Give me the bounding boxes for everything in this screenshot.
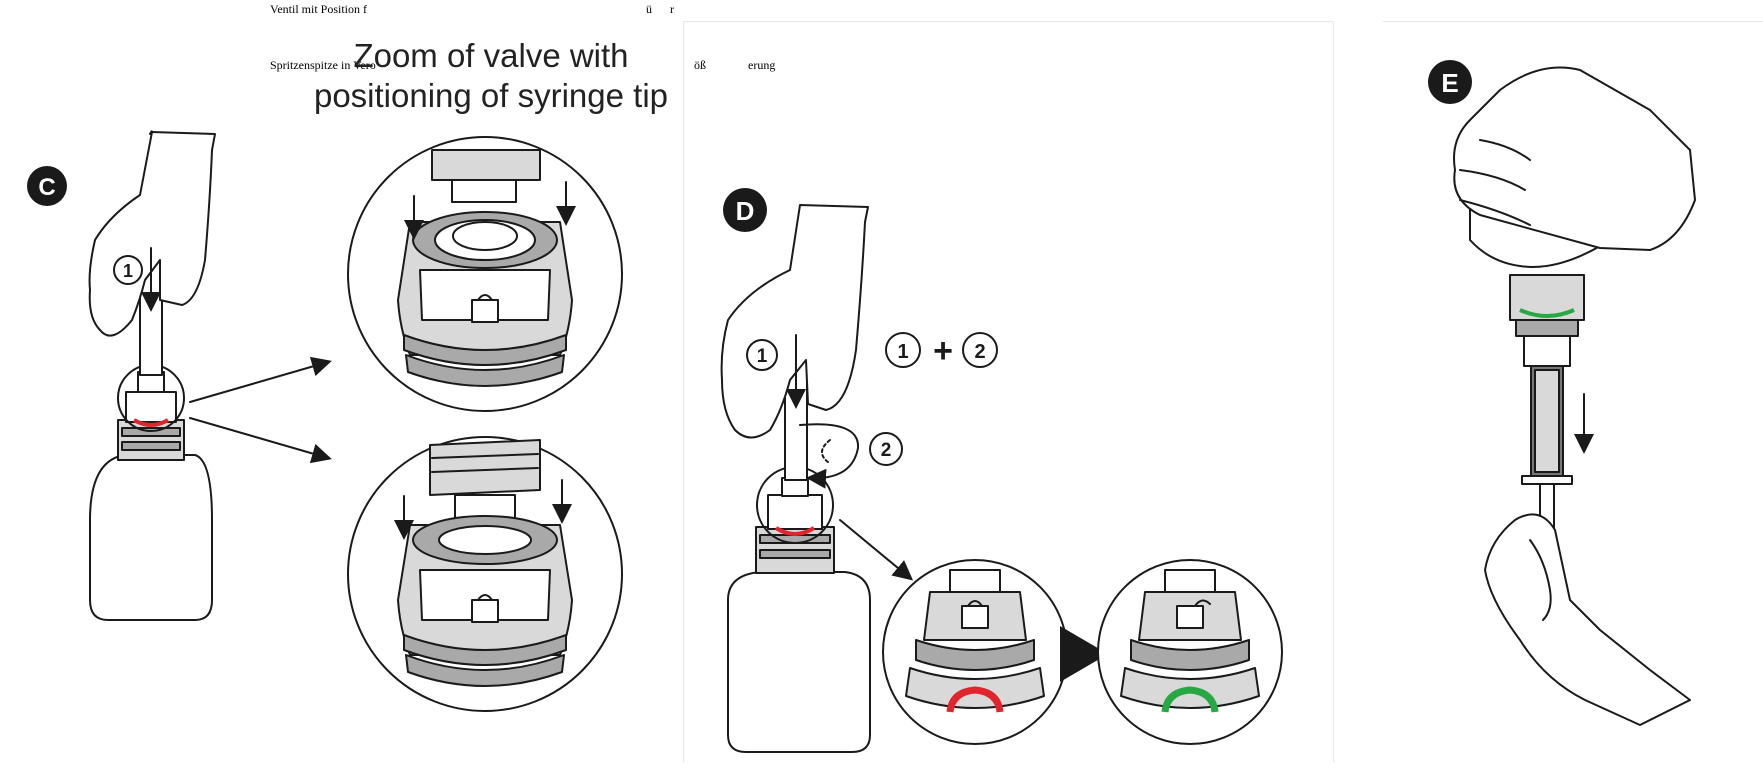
callout-arrow-top — [189, 356, 332, 403]
step-d-combo: 1 + 2 — [885, 332, 998, 370]
zoom-title-line2: positioning of syringe tip — [313, 77, 669, 114]
step-d-badge: D — [723, 188, 767, 232]
caption-de-line1-glyph-a: ü — [646, 2, 652, 16]
step-d-circle-2: 2 — [869, 432, 903, 466]
zoom-circle-locked — [882, 559, 1068, 745]
zoom-circle-bottom — [347, 436, 623, 712]
step-d-number-1: 1 — [757, 346, 768, 367]
combo-plus: + — [933, 332, 953, 370]
step-c-label: C — [38, 174, 55, 201]
syringe-e — [1521, 365, 1573, 535]
step-c-circle-1: 1 — [113, 255, 143, 285]
hand-d — [720, 204, 869, 439]
hand-c — [88, 130, 216, 337]
panel-divider-left — [683, 22, 684, 762]
step-e-label: E — [1441, 68, 1458, 98]
caption-de-line2: Spritzenspitze in Vero — [270, 58, 376, 72]
hand-bottom-e — [1484, 513, 1691, 726]
caption-de-line1: Ventil mit Position f — [270, 2, 368, 16]
step-c-number-1: 1 — [123, 261, 133, 281]
rotate-arrow-d — [799, 423, 860, 489]
zoom-circle-top — [347, 136, 623, 412]
hand-top-e — [1453, 66, 1696, 251]
step-d-circle-1: 1 — [746, 339, 778, 371]
caption-de-line1-glyph-b: r — [670, 2, 674, 16]
step-c-badge: C — [27, 166, 67, 206]
step-e-badge: E — [1428, 60, 1472, 104]
callout-arrow-d — [839, 519, 914, 581]
combo-number-1: 1 — [897, 341, 908, 363]
step-d-label: D — [736, 196, 755, 226]
valve-c — [117, 364, 185, 432]
caption-de-line2-glyph-b: erung — [748, 58, 776, 72]
caption-de-line2-glyph-a: öß — [694, 58, 706, 72]
panel-top-border-e — [1383, 21, 1763, 22]
combo-number-2: 2 — [974, 341, 985, 363]
transition-arrow-d — [1060, 626, 1108, 682]
callout-arrow-bottom — [189, 417, 332, 464]
zoom-title: Zoom of valve with positioning of syring… — [296, 36, 686, 116]
zoom-circle-unlocked — [1097, 559, 1283, 745]
panel-divider-right — [1333, 22, 1334, 762]
bottle-d — [727, 526, 871, 753]
panel-top-border-d — [683, 21, 1333, 22]
step-d-number-2: 2 — [881, 440, 892, 461]
zoom-title-line1: Zoom of valve with — [353, 37, 629, 74]
bottle-c — [89, 419, 213, 621]
